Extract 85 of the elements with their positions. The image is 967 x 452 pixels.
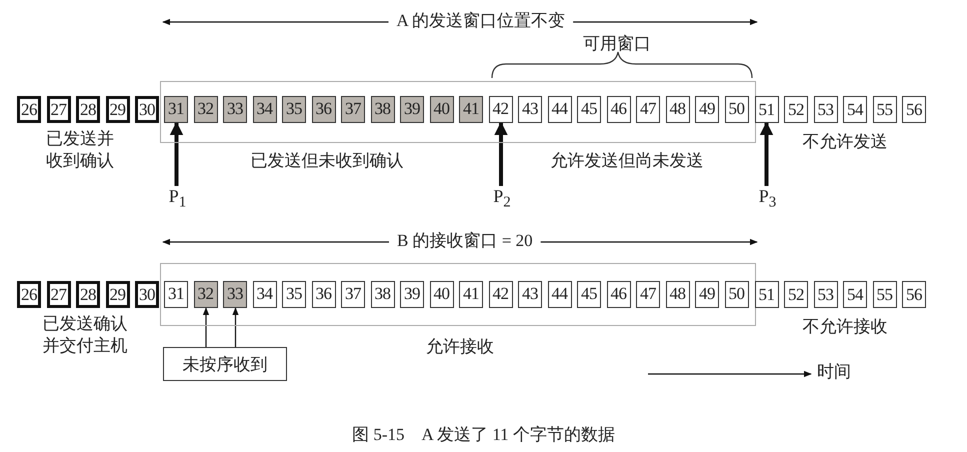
byte-box: 30	[135, 281, 159, 308]
byte-box: 49	[695, 280, 719, 308]
window-label: 可用窗口	[583, 33, 651, 55]
byte-box: 46	[606, 96, 630, 122]
region-label: 已发送但未收到确认	[250, 150, 404, 172]
byte-box: 27	[46, 281, 70, 308]
region-label: 不允许接收	[802, 316, 888, 338]
dimension-label: A 的发送窗口位置不变	[396, 10, 566, 32]
byte-box: 44	[548, 280, 572, 308]
byte-box: 29	[106, 281, 130, 308]
axis-label: 时间	[817, 361, 851, 383]
byte-box: 34	[252, 280, 276, 308]
byte-box: 48	[666, 280, 690, 308]
window-frame	[160, 81, 756, 143]
byte-box: 40	[430, 280, 454, 308]
byte-box: 40	[430, 96, 454, 122]
byte-box: 29	[106, 96, 130, 123]
byte-box: 37	[341, 96, 365, 122]
byte-box: 42	[488, 280, 512, 308]
window-frame	[160, 263, 756, 326]
byte-box: 56	[902, 96, 926, 123]
byte-box: 31	[164, 96, 188, 122]
byte-box: 37	[341, 280, 365, 308]
byte-box: 33	[223, 280, 247, 308]
dimension-label: B 的接收窗口 = 20	[397, 230, 533, 252]
byte-box: 41	[459, 280, 483, 308]
byte-box: 51	[754, 96, 778, 123]
byte-box: 32	[194, 280, 218, 308]
note-box: 未按序收到	[163, 347, 287, 381]
region-label: 允许接收	[426, 336, 494, 358]
byte-box: 41	[459, 96, 483, 122]
arrow	[202, 307, 210, 347]
byte-box: 48	[666, 96, 690, 122]
byte-box: 35	[282, 96, 306, 122]
byte-box: 56	[902, 281, 926, 308]
byte-box: 53	[814, 281, 838, 308]
byte-box: 55	[872, 281, 896, 308]
pointer-label: P$_{1}$	[164, 186, 190, 212]
byte-box: 35	[282, 280, 306, 308]
arrow	[494, 122, 508, 186]
byte-box: 47	[636, 96, 660, 122]
pointer-label: P$_{2}$	[489, 186, 515, 212]
byte-box: 28	[76, 96, 100, 123]
byte-box: 36	[312, 280, 336, 308]
byte-box: 38	[370, 96, 394, 122]
byte-box: 45	[577, 96, 601, 122]
arrow	[170, 122, 184, 186]
region-label: 已发送并收到确认	[45, 128, 115, 172]
byte-box: 54	[843, 281, 867, 308]
byte-box: 55	[872, 96, 896, 123]
byte-box: 45	[577, 280, 601, 308]
byte-box: 32	[194, 96, 218, 122]
byte-box: 39	[400, 280, 424, 308]
byte-box: 30	[135, 96, 159, 123]
byte-box: 49	[695, 96, 719, 122]
byte-box: 33	[223, 96, 247, 122]
arrow	[760, 122, 774, 186]
byte-box: 26	[17, 96, 41, 123]
byte-box: 51	[754, 281, 778, 308]
byte-box: 43	[518, 96, 542, 122]
arrow	[232, 307, 239, 347]
byte-box: 26	[17, 281, 41, 308]
byte-box: 27	[46, 96, 70, 123]
byte-box: 43	[518, 280, 542, 308]
byte-box: 44	[548, 96, 572, 122]
byte-box: 47	[636, 280, 660, 308]
region-label: 已发送确认并交付主机	[42, 313, 128, 358]
byte-box: 53	[814, 96, 838, 123]
byte-box: 28	[76, 281, 100, 308]
byte-box: 34	[252, 96, 276, 122]
byte-box: 36	[312, 96, 336, 122]
byte-box: 39	[400, 96, 424, 122]
pointer-label: P$_{3}$	[754, 186, 780, 212]
byte-box: 46	[606, 280, 630, 308]
byte-box: 50	[724, 96, 748, 122]
caption: 图 5-15 A 发送了 11 个字节的数据	[351, 424, 616, 446]
byte-box: 38	[370, 280, 394, 308]
byte-box: 42	[488, 96, 512, 122]
byte-box: 50	[724, 280, 748, 308]
byte-box: 31	[164, 280, 188, 308]
byte-box: 54	[843, 96, 867, 123]
region-label: 不允许发送	[802, 131, 888, 153]
region-label: 允许发送但尚未发送	[550, 150, 704, 172]
byte-box: 52	[784, 281, 808, 308]
byte-box: 52	[784, 96, 808, 123]
